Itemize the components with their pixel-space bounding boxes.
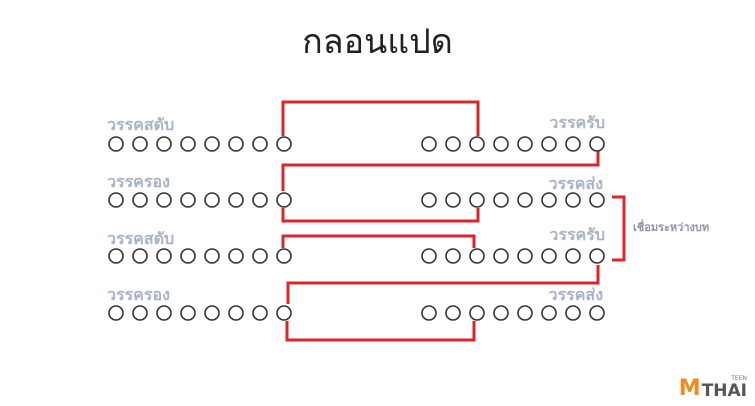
syllable-circle-row1-right-1 [421,136,437,152]
syllable-circle-row4-right-5 [517,305,533,321]
syllable-circle-row1-right-7 [565,136,581,152]
syllable-circle-row1-left-7 [252,136,268,152]
syllable-circle-row1-left-3 [156,136,172,152]
syllable-circle-row1-left-1 [108,136,124,152]
syllable-circle-row2-left-1 [108,192,124,208]
syllable-circle-row4-right-2 [445,305,461,321]
syllable-circle-row2-right-8 [589,192,605,208]
rhyme-link-row1-to-row2 [281,142,600,191]
syllable-circle-row1-left-5 [204,136,220,152]
syllable-circle-row2-left-8 [276,192,292,208]
syllable-circle-row2-left-2 [132,192,148,208]
rhyme-link-row3-to-row4 [286,265,600,304]
syllable-circle-row2-right-6 [541,192,557,208]
syllable-circle-row1-left-4 [180,136,196,152]
syllable-circle-row4-left-8 [276,305,292,321]
logo-m: M [678,376,701,401]
syllable-circle-row2-left-5 [204,192,220,208]
syllable-circle-row1-right-5 [517,136,533,152]
syllable-circle-row1-right-8 [589,136,605,152]
syllable-circle-row3-left-8 [276,248,292,264]
syllable-circle-row3-left-4 [180,248,196,264]
logo-teen: TEEN [731,375,747,382]
syllable-circle-row1-right-6 [541,136,557,152]
syllable-circle-row4-left-5 [204,305,220,321]
syllable-circle-row1-left-2 [132,136,148,152]
syllable-circle-row2-right-7 [565,192,581,208]
syllable-circle-row2-right-5 [517,192,533,208]
syllable-circle-row3-left-1 [108,248,124,264]
syllable-circle-row4-left-2 [132,305,148,321]
bridge-label: เชื่อมระหว่างบท [633,219,709,234]
syllable-circle-row3-right-7 [565,248,581,264]
wak-label-row3-left: วรรคสดับ [107,229,174,248]
syllable-circle-row2-left-7 [252,192,268,208]
syllable-circle-row2-right-3 [469,192,485,208]
wak-label-row1-right: วรรครับ [549,113,605,132]
syllable-circle-row3-left-6 [228,248,244,264]
logo-thai: THAI [701,381,747,401]
poem-title: กลอนแปด [302,22,453,62]
syllable-circle-row4-left-7 [252,305,268,321]
rhyme-link-row2-to-row3 [281,234,476,248]
wak-label-row4-right: วรรคส่ง [549,285,603,304]
syllable-circle-row4-right-6 [541,305,557,321]
syllable-circle-row1-right-4 [493,136,509,152]
syllable-circle-row4-right-7 [565,305,581,321]
rhyme-link-row2-internal [281,208,480,223]
syllable-circle-row1-right-2 [445,136,461,152]
syllable-circles [108,136,605,321]
syllable-circle-row1-right-3 [469,136,485,152]
syllable-circle-row3-left-7 [252,248,268,264]
syllable-circle-row2-right-1 [421,192,437,208]
wak-labels: วรรคสดับ วรรครับ วรรครอง วรรคส่ง วรรคสดั… [107,113,605,304]
syllable-circle-row4-left-3 [156,305,172,321]
syllable-circle-row4-left-6 [228,305,244,321]
rhyme-link-row1-internal [281,100,480,136]
syllable-circle-row4-right-8 [589,305,605,321]
syllable-circle-row2-left-6 [228,192,244,208]
syllable-circle-row3-left-2 [132,248,148,264]
wak-label-row1-left: วรรคสดับ [107,115,174,134]
syllable-circle-row4-right-1 [421,305,437,321]
syllable-circle-row3-right-2 [445,248,461,264]
syllable-circle-row4-left-4 [180,305,196,321]
syllable-circle-row3-right-6 [541,248,557,264]
syllable-circle-row3-right-1 [421,248,437,264]
wak-label-row2-right: วรรคส่ง [549,174,603,193]
syllable-circle-row3-left-5 [204,248,220,264]
wak-label-row2-left: วรรครอง [107,172,170,191]
rhyme-links [281,100,626,342]
syllable-circle-row3-right-3 [469,248,485,264]
syllable-circle-row3-right-5 [517,248,533,264]
mthai-teen-logo: M TEEN THAI [679,375,747,400]
syllable-circle-row2-right-4 [493,192,509,208]
syllable-circle-row4-right-3 [469,305,485,321]
wak-label-row3-right: วรรครับ [549,225,605,244]
syllable-circle-row3-left-3 [156,248,172,264]
syllable-circle-row1-left-6 [228,136,244,152]
bridge-bracket [612,195,626,262]
syllable-circle-row2-left-4 [180,192,196,208]
syllable-circle-row2-left-3 [156,192,172,208]
syllable-circle-row4-left-1 [108,305,124,321]
wak-label-row4-left: วรรครอง [107,285,170,304]
syllable-circle-row3-right-8 [589,248,605,264]
syllable-circle-row4-right-4 [493,305,509,321]
rhyme-link-row4-internal [285,321,476,342]
syllable-circle-row3-right-4 [493,248,509,264]
syllable-circle-row1-left-8 [276,136,292,152]
syllable-circle-row2-right-2 [445,192,461,208]
